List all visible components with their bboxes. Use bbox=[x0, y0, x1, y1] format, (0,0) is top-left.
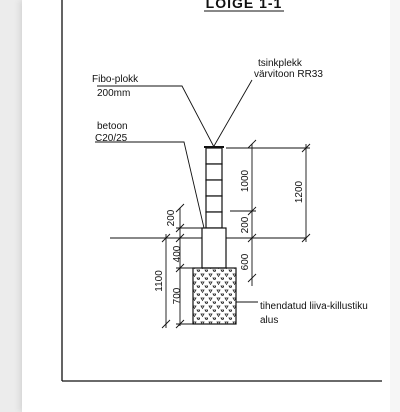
gravel-footing bbox=[192, 267, 237, 325]
dim-upper-wall: 1000 bbox=[240, 169, 251, 192]
concrete-label: betoon bbox=[97, 121, 128, 132]
drawing-frame bbox=[61, 0, 382, 382]
section-title: LÕIGE 1-1 bbox=[206, 0, 283, 11]
dim-foundation-total: 1100 bbox=[154, 270, 165, 292]
dim-embed-above-ground: 200 bbox=[166, 209, 177, 226]
leader-lines bbox=[95, 79, 258, 303]
concrete-grade-label: C20/25 bbox=[95, 133, 128, 144]
base-label: tihendatud liiva-killustiku bbox=[260, 301, 368, 312]
dimension-lines-right bbox=[226, 139, 311, 286]
base-label-cont: alus bbox=[260, 315, 278, 326]
dim-collar: 200 bbox=[240, 216, 251, 233]
page-edge bbox=[390, 0, 400, 412]
dim-footing: 700 bbox=[172, 287, 183, 304]
dim-below-ground-block: 400 bbox=[172, 245, 183, 262]
fibo-block-label: Fibo-plokk bbox=[92, 74, 139, 85]
fibo-block-size-label: 200mm bbox=[97, 88, 130, 99]
concrete-body bbox=[201, 227, 227, 269]
dim-below-ground-total: 600 bbox=[240, 253, 251, 270]
dim-total-above-ground: 1200 bbox=[294, 180, 305, 203]
zinc-sheet-label: tsinkplekk bbox=[258, 58, 303, 69]
fibo-block-column bbox=[205, 147, 223, 229]
dimension-lines-left bbox=[161, 203, 206, 329]
zinc-sheet-color-label: värvitoon RR33 bbox=[254, 69, 323, 80]
